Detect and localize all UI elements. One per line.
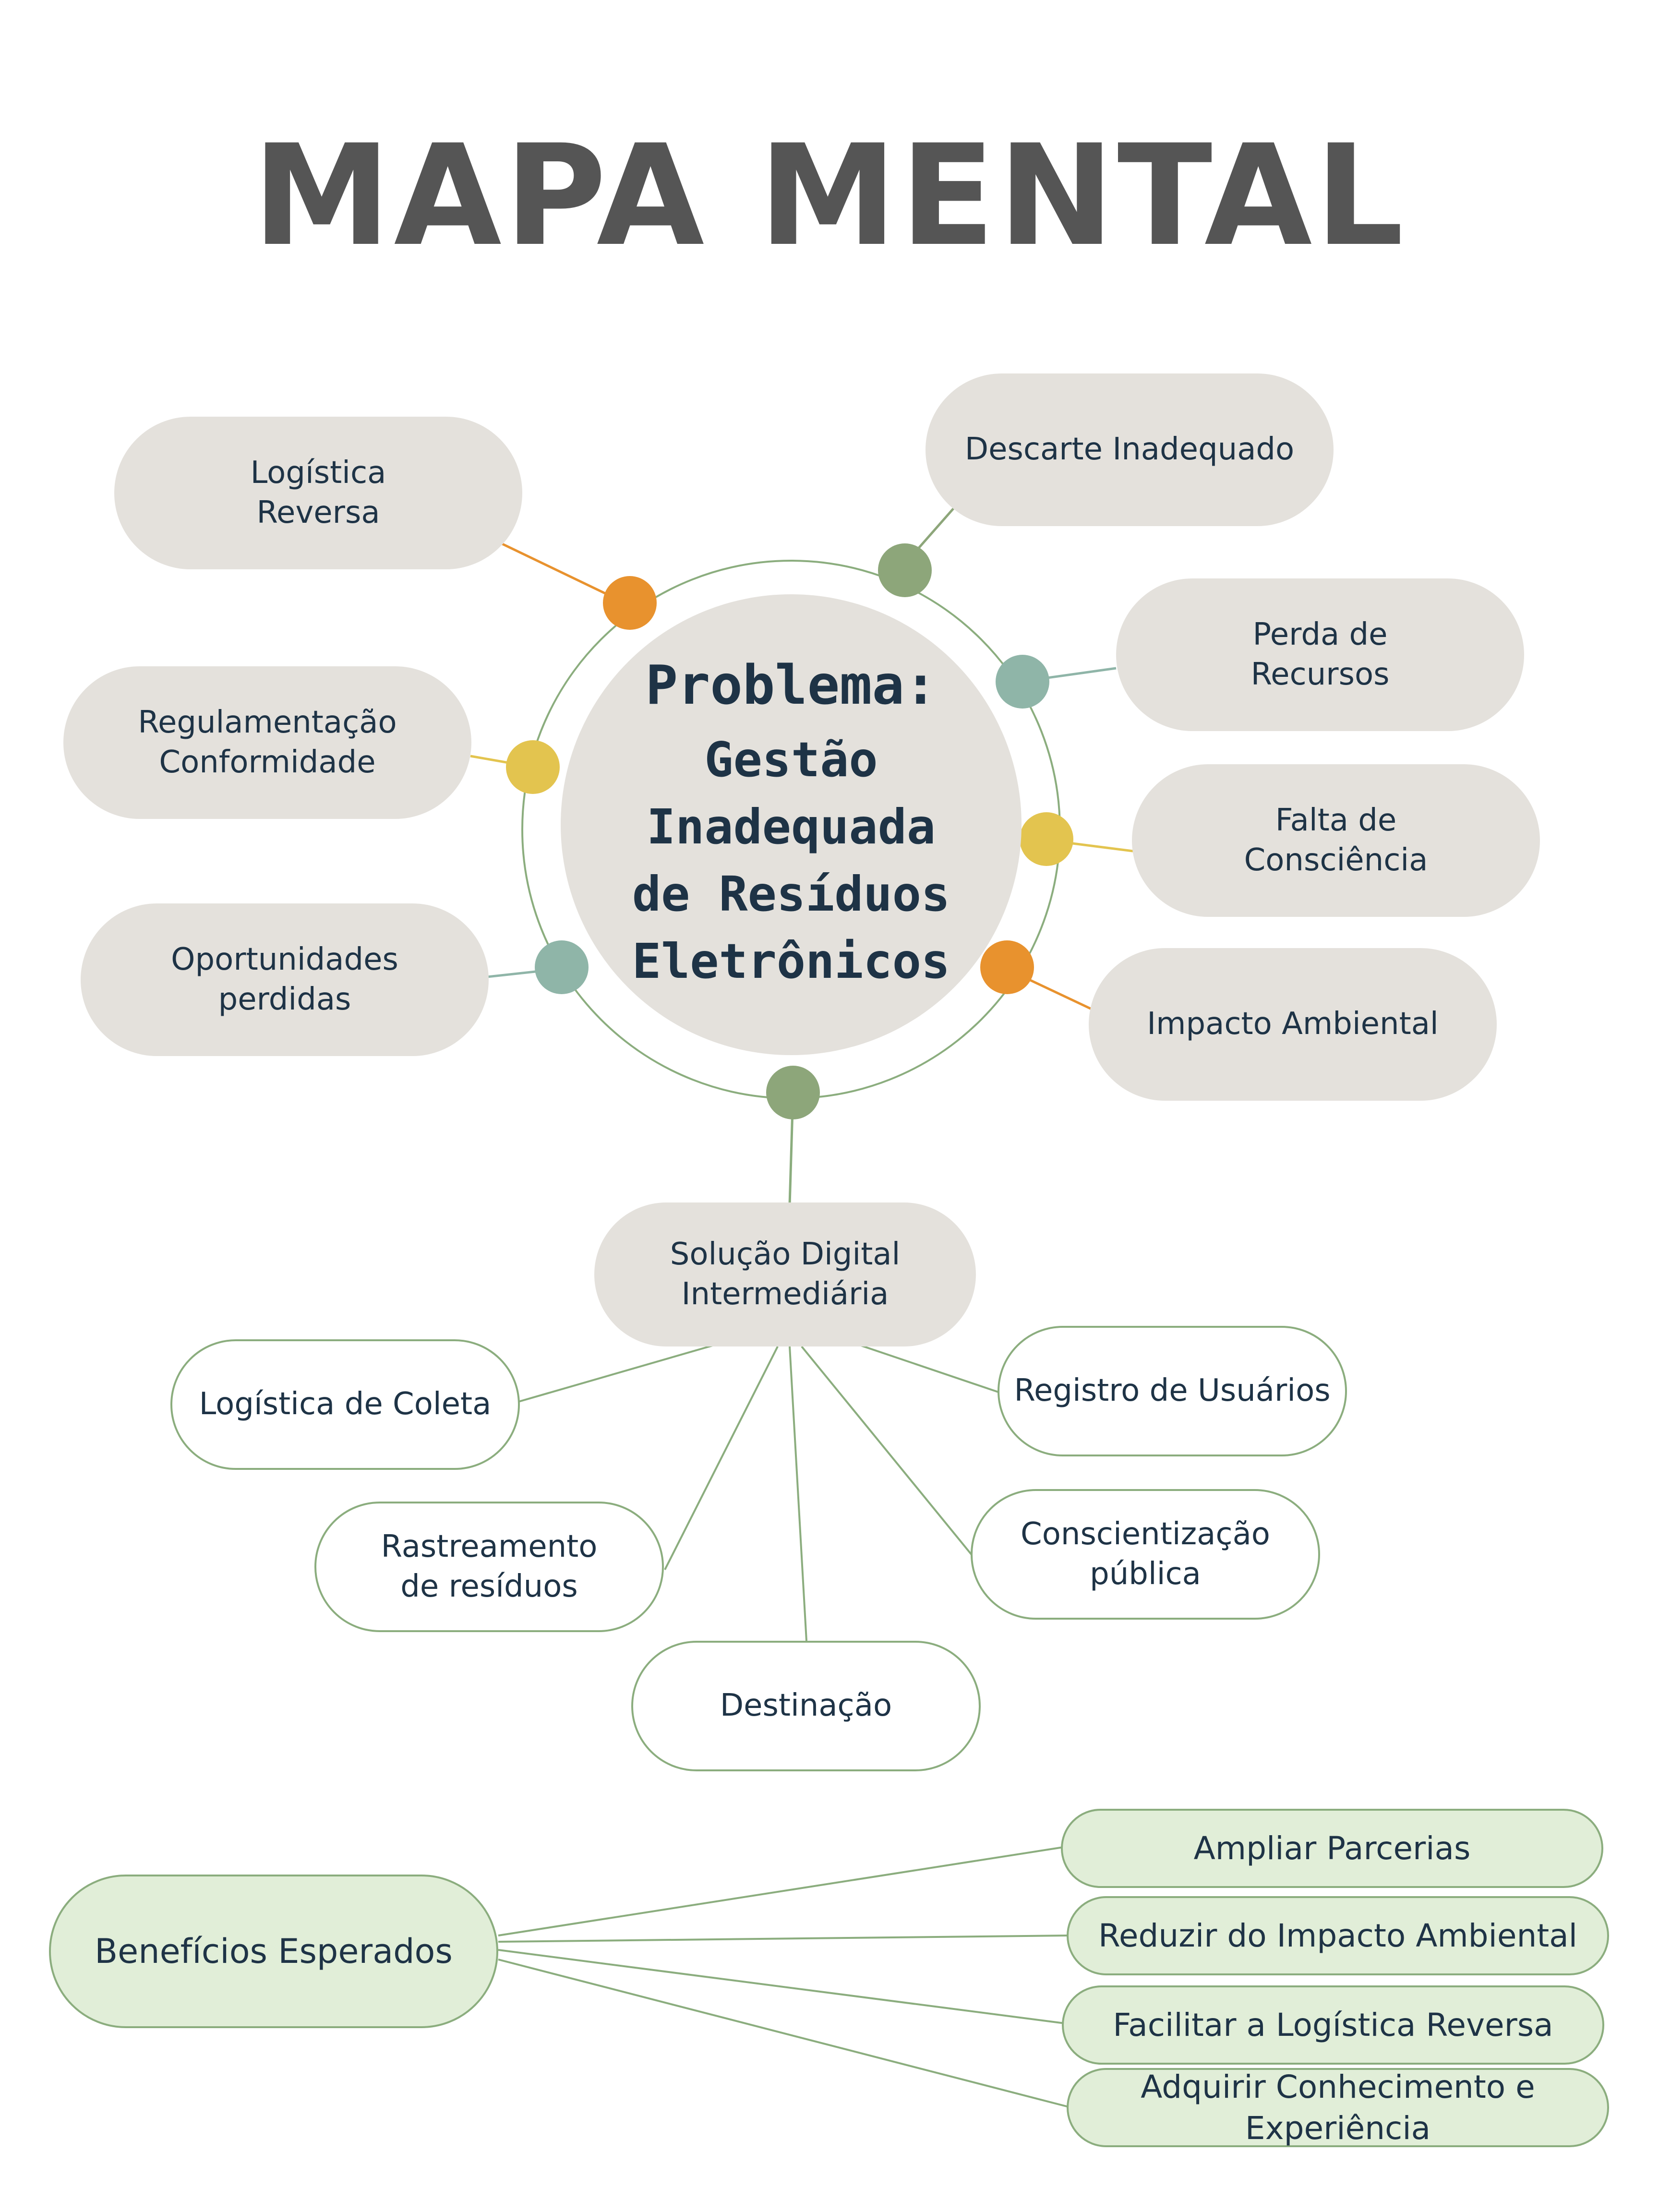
- dot-sage-top-right: [878, 543, 932, 597]
- dot-sage-bottom: [766, 1066, 820, 1119]
- node-impacto-ambiental: Impacto Ambiental: [1089, 948, 1497, 1101]
- node-descarte-inadequado: Descarte Inadequado: [926, 373, 1334, 526]
- node-label: Logística: [250, 455, 386, 491]
- connector-logistica: [498, 541, 625, 604]
- node-label: Destinação: [720, 1688, 892, 1724]
- node-label: Logística de Coleta: [199, 1386, 492, 1422]
- node-label: Oportunidades: [171, 941, 398, 977]
- node-falta-de-consciencia: Falta de Consciência: [1132, 764, 1540, 917]
- node-label: Regulamentação: [138, 704, 397, 740]
- node-label: Solução Digital: [670, 1236, 901, 1272]
- connector-destinacao: [789, 1346, 807, 1641]
- dot-yellow-left: [506, 740, 560, 794]
- node-registro-de-usuarios: Registro de Usuários: [998, 1326, 1347, 1456]
- node-label: Conscientização: [1021, 1516, 1270, 1552]
- node-label: Rastreamento: [381, 1528, 598, 1564]
- connector-registro: [849, 1341, 999, 1393]
- benefit-item: Ampliar Parcerias: [1061, 1809, 1603, 1888]
- benefit-label: Adquirir Conhecimento e Experiência: [1141, 2068, 1535, 2147]
- center-problem-node: Problema: Gestão Inadequada de Resíduos …: [561, 594, 1022, 1055]
- connector-rastreamento: [664, 1346, 779, 1570]
- center-line: de Resíduos: [632, 866, 950, 922]
- node-label: Benefícios Esperados: [95, 1931, 453, 1971]
- node-label: pública: [1090, 1556, 1201, 1592]
- node-beneficios-esperados: Benefícios Esperados: [49, 1875, 498, 2028]
- connector-coleta: [518, 1343, 718, 1403]
- center-line: Gestão: [704, 732, 878, 788]
- node-label: Registro de Usuários: [1014, 1373, 1331, 1409]
- node-oportunidades-perdidas: Oportunidades perdidas: [81, 903, 489, 1056]
- dot-teal-left: [535, 940, 589, 994]
- benefit-item: Facilitar a Logística Reversa: [1062, 1985, 1604, 2065]
- connector-benefit-1: [498, 1846, 1064, 1936]
- connector-benefit-2: [498, 1935, 1069, 1943]
- node-label: Reversa: [256, 495, 380, 530]
- node-label: Consciência: [1244, 842, 1428, 878]
- connector-benefit-4: [498, 1959, 1071, 2108]
- node-label: Intermediária: [681, 1276, 889, 1312]
- center-line: Inadequada: [646, 799, 936, 855]
- benefit-item: Adquirir Conhecimento e Experiência: [1067, 2068, 1609, 2147]
- node-label: de resíduos: [400, 1569, 578, 1604]
- benefit-label: Reduzir do Impacto Ambiental: [1098, 1917, 1577, 1954]
- node-conscientizacao: Conscientização pública: [971, 1489, 1320, 1620]
- node-logistica-de-coleta: Logística de Coleta: [170, 1339, 520, 1470]
- benefit-label: Facilitar a Logística Reversa: [1113, 2006, 1553, 2044]
- node-label: Impacto Ambiental: [1147, 1006, 1439, 1042]
- page-title: MAPA MENTAL: [252, 115, 1407, 277]
- dot-orange-top-left: [603, 576, 657, 630]
- connector-benefit-3: [498, 1949, 1065, 2024]
- center-line: Eletrônicos: [632, 933, 950, 989]
- node-perda-de-recursos: Perda de Recursos: [1116, 578, 1524, 731]
- dot-teal-right: [996, 655, 1049, 709]
- node-label: Recursos: [1250, 657, 1390, 692]
- node-label: Conformidade: [159, 745, 376, 780]
- node-label: Descarte Inadequado: [964, 432, 1295, 468]
- dot-yellow-right: [1020, 812, 1073, 866]
- node-rastreamento: Rastreamento de resíduos: [314, 1502, 664, 1632]
- benefit-label: Ampliar Parcerias: [1193, 1829, 1471, 1867]
- dot-orange-right: [980, 940, 1034, 994]
- node-label: Falta de: [1275, 802, 1397, 838]
- center-heading: Problema:: [645, 654, 937, 717]
- connector-conscientizacao: [801, 1346, 973, 1556]
- benefit-item: Reduzir do Impacto Ambiental: [1067, 1896, 1609, 1975]
- node-label: Perda de: [1252, 616, 1388, 652]
- node-label: perdidas: [218, 982, 351, 1017]
- node-destinacao: Destinação: [631, 1641, 981, 1771]
